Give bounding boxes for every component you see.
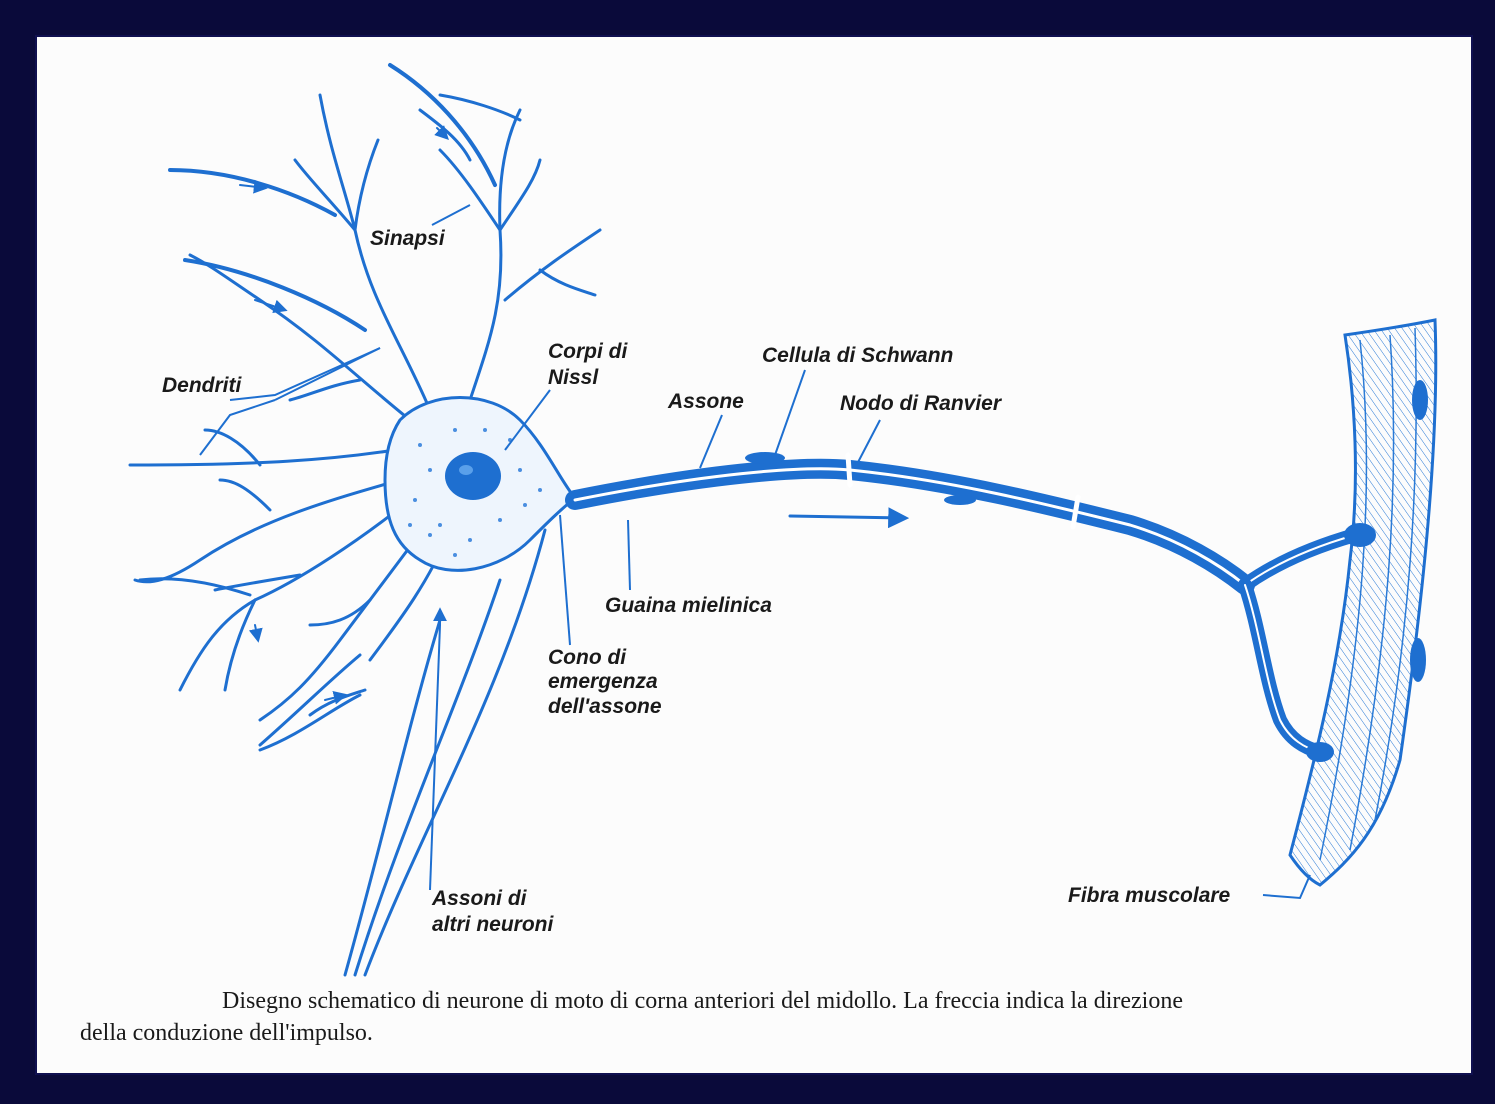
label-sinapsi: Sinapsi — [370, 227, 446, 250]
label-assone: Assone — [667, 390, 744, 413]
cell-body — [385, 398, 575, 571]
label-fibra-muscolare: Fibra muscolare — [1068, 884, 1231, 907]
neuron-dendrites — [130, 95, 600, 745]
label-assoni-1: Assoni di — [431, 887, 528, 910]
label-cono-1: Cono di — [548, 646, 627, 669]
label-cellula-di-schwann: Cellula di Schwann — [762, 344, 953, 367]
label-nodo-di-ranvier: Nodo di Ranvier — [840, 392, 1003, 415]
muscle-fiber — [1290, 320, 1436, 885]
leader-lines — [200, 205, 1310, 898]
diagram-labels: Sinapsi Dendriti Corpi di Nissl Cellula … — [162, 227, 1231, 936]
caption-line-1: Disegno schematico di neurone di moto di… — [80, 985, 1370, 1017]
label-dendriti: Dendriti — [162, 374, 243, 397]
label-corpi-di-nissl-1: Corpi di — [548, 340, 628, 363]
label-corpi-di-nissl-2: Nissl — [548, 366, 599, 389]
caption-line-2: della conduzione dell'impulso. — [80, 1017, 1370, 1049]
figure-caption: Disegno schematico di neurone di moto di… — [80, 985, 1370, 1049]
label-assoni-2: altri neuroni — [432, 913, 555, 936]
label-cono-2: emergenza — [548, 670, 658, 693]
label-cono-3: dell'assone — [548, 695, 662, 718]
label-guaina-mielinica: Guaina mielinica — [605, 594, 772, 617]
nucleus — [445, 452, 501, 500]
